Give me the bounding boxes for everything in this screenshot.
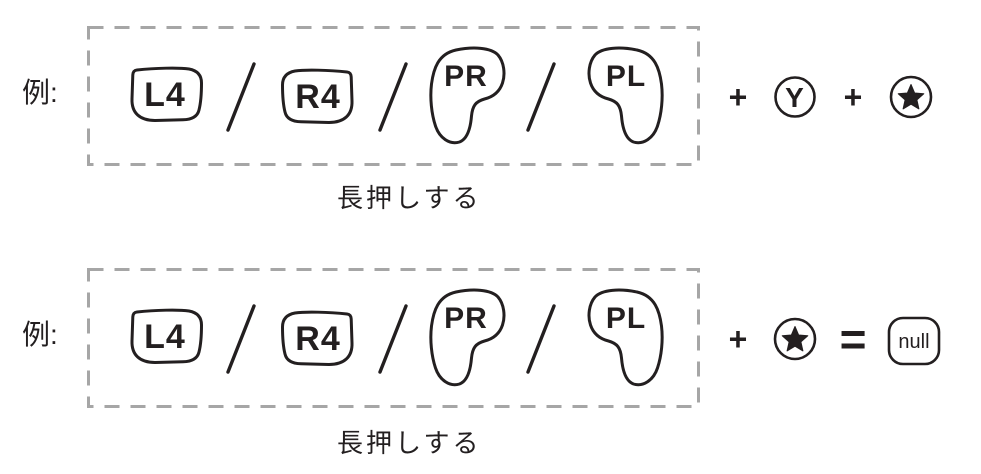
example-label: 例:	[22, 77, 58, 108]
pl-paddle-button: PL	[587, 288, 664, 387]
l4-button: L4	[130, 66, 203, 122]
hold-caption: 長押しする	[337, 183, 482, 213]
svg-text:PL: PL	[606, 60, 646, 93]
svg-text:R4: R4	[295, 320, 340, 358]
button-group-box	[87, 268, 700, 408]
slash-icon	[378, 304, 408, 374]
svg-text:PL: PL	[606, 302, 646, 335]
r4-button: R4	[281, 68, 354, 124]
l4-button: L4	[130, 308, 203, 364]
y-button: Y	[774, 76, 816, 118]
star-button-icon	[889, 75, 933, 119]
svg-text:PR: PR	[444, 60, 488, 93]
slash-icon	[526, 62, 556, 132]
plus-operator: +	[728, 320, 748, 357]
slash-icon	[226, 304, 256, 374]
r4-button: R4	[281, 310, 354, 366]
example-label: 例:	[22, 319, 58, 350]
svg-text:R4: R4	[295, 78, 340, 116]
button-group-box	[87, 26, 700, 166]
slash-icon	[378, 62, 408, 132]
hold-caption: 長押しする	[337, 428, 482, 458]
svg-text:Y: Y	[785, 82, 805, 113]
svg-text:PR: PR	[444, 302, 488, 335]
pr-paddle-button: PR	[429, 288, 506, 387]
svg-text:null: null	[898, 331, 929, 353]
equals-operator: =	[839, 313, 867, 365]
pl-paddle-button: PL	[587, 46, 664, 145]
svg-text:L4: L4	[144, 76, 186, 114]
plus-operator: +	[728, 78, 748, 115]
slash-icon	[526, 304, 556, 374]
null-button: null	[887, 316, 941, 366]
star-button-icon	[773, 317, 817, 361]
pr-paddle-button: PR	[429, 46, 506, 145]
plus-operator: +	[843, 78, 863, 115]
svg-text:L4: L4	[144, 318, 186, 356]
slash-icon	[226, 62, 256, 132]
